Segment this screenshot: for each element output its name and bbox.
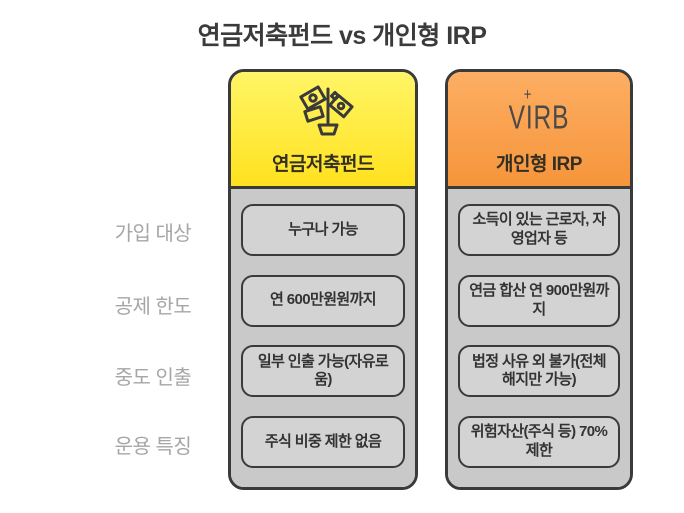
pension-fund-deduction-cell: 연 600만원원까지 (241, 274, 405, 327)
row-label-deduction-limit: 공제 한도 (114, 296, 192, 318)
irp-deduction-cell: 연금 합산 연 900만원까지 (458, 274, 620, 327)
irp-body: 소득이 있는 근로자, 자영업자 등 연금 합산 연 900만원까지 법정 사유… (448, 189, 630, 487)
row-label-investment-features: 운용 특징 (114, 436, 192, 458)
irp-eligibility-cell: 소득이 있는 근로자, 자영업자 등 (458, 204, 620, 256)
column-individual-irp: + VIRB 개인형 IRP 소득이 있는 근로자, 자영업자 등 연금 합산 … (445, 69, 633, 490)
irp-title: 개인형 IRP (496, 154, 582, 175)
pension-fund-title: 연금저축펀드 (272, 154, 374, 175)
pension-fund-withdrawal-cell: 일부 인출 가능(자유로움) (241, 345, 405, 398)
irp-features-cell: 위험자산(주식 등) 70% 제한 (458, 415, 620, 468)
column-pension-savings-fund: 연금저축펀드 누구나 가능 연 600만원원까지 일부 인출 가능(자유로움) … (228, 69, 418, 490)
virb-logo-icon: + VIRB (448, 72, 630, 149)
pension-fund-eligibility-cell: 누구나 가능 (241, 204, 405, 256)
row-label-eligibility: 가입 대상 (114, 223, 192, 245)
page-title: 연금저축펀드 vs 개인형 IRP (197, 22, 487, 50)
irp-header: + VIRB 개인형 IRP (448, 72, 630, 189)
pension-fund-body: 누구나 가능 연 600만원원까지 일부 인출 가능(자유로움) 주식 비중 제… (231, 189, 415, 487)
pension-fund-features-cell: 주식 비중 제한 없음 (241, 415, 405, 468)
irp-withdrawal-cell: 법정 사유 외 불가(전체 해지만 가능) (458, 345, 620, 398)
row-label-early-withdrawal: 중도 인출 (114, 367, 192, 389)
pension-fund-header: 연금저축펀드 (231, 72, 415, 189)
virb-plus-glyph: + (523, 85, 532, 104)
virb-text: VIRB (508, 99, 570, 136)
money-tree-icon (231, 72, 415, 149)
